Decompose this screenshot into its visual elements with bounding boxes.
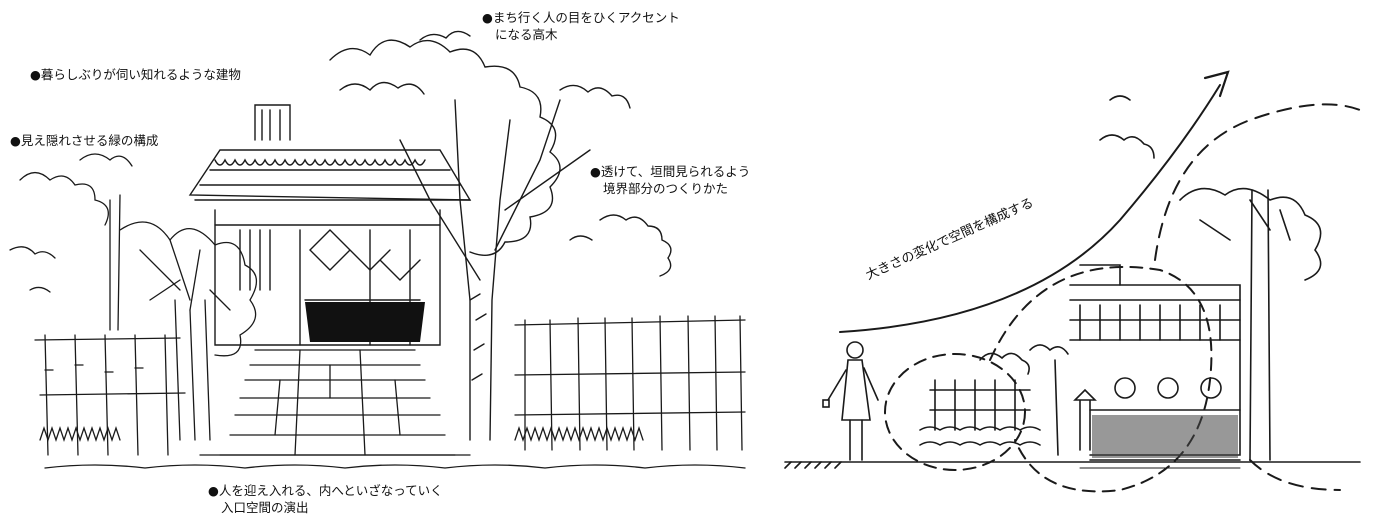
spatial-composition-diagram bbox=[784, 70, 1361, 493]
leafy-shrub bbox=[119, 221, 257, 357]
annotation-entrance-line2: 入口空間の演出 bbox=[221, 500, 309, 515]
annotation-entrance-line1: ●人を迎え入れる、内へといざなっていく bbox=[208, 483, 443, 498]
tall-tree-trunk bbox=[454, 99, 471, 441]
left-bamboo-fence bbox=[34, 337, 186, 396]
stepping-stones bbox=[219, 349, 456, 456]
right-diagram-panel bbox=[780, 0, 1376, 514]
annotation-lifestyle: ●暮らしぶりが伺い知れるような建物 bbox=[30, 67, 241, 82]
house-entrance-sketch bbox=[9, 30, 746, 469]
annotation-green: ●見え隠れさせる緑の構成 bbox=[10, 133, 159, 148]
right-bamboo-fence bbox=[514, 319, 746, 416]
large-dashed-region bbox=[1154, 103, 1361, 491]
person-figure bbox=[822, 341, 879, 461]
annotation-accent-tree-line2: になる高木 bbox=[495, 27, 558, 42]
medium-dashed-region bbox=[989, 266, 1213, 493]
tile-roof-sketch bbox=[188, 149, 472, 201]
house-facade bbox=[214, 209, 441, 346]
annotation-boundary-line2: 境界部分のつくりかた bbox=[603, 181, 729, 196]
annotation-boundary: ●透けて、垣間見られるよう 境界部分のつくりかた bbox=[590, 163, 750, 197]
annotation-accent-tree-line1: ●まち行く人の目をひくアクセント bbox=[482, 10, 680, 25]
tall-tree bbox=[1249, 189, 1271, 461]
left-sketch-panel: ●まち行く人の目をひくアクセント になる高木 ●暮らしぶりが伺い知れるような建物… bbox=[9, 9, 750, 516]
annotation-accent-tree: ●まち行く人の目をひくアクセント になる高木 bbox=[482, 9, 680, 43]
tree-canopy-sketch bbox=[329, 39, 561, 256]
annotation-boundary-line1: ●透けて、垣間見られるよう bbox=[590, 164, 751, 179]
annotation-entrance: ●人を迎え入れる、内へといざなっていく 入口空間の演出 bbox=[208, 482, 443, 516]
arrow-curve bbox=[839, 84, 1221, 333]
ground-line bbox=[44, 464, 746, 469]
small-dashed-region bbox=[884, 353, 1026, 471]
